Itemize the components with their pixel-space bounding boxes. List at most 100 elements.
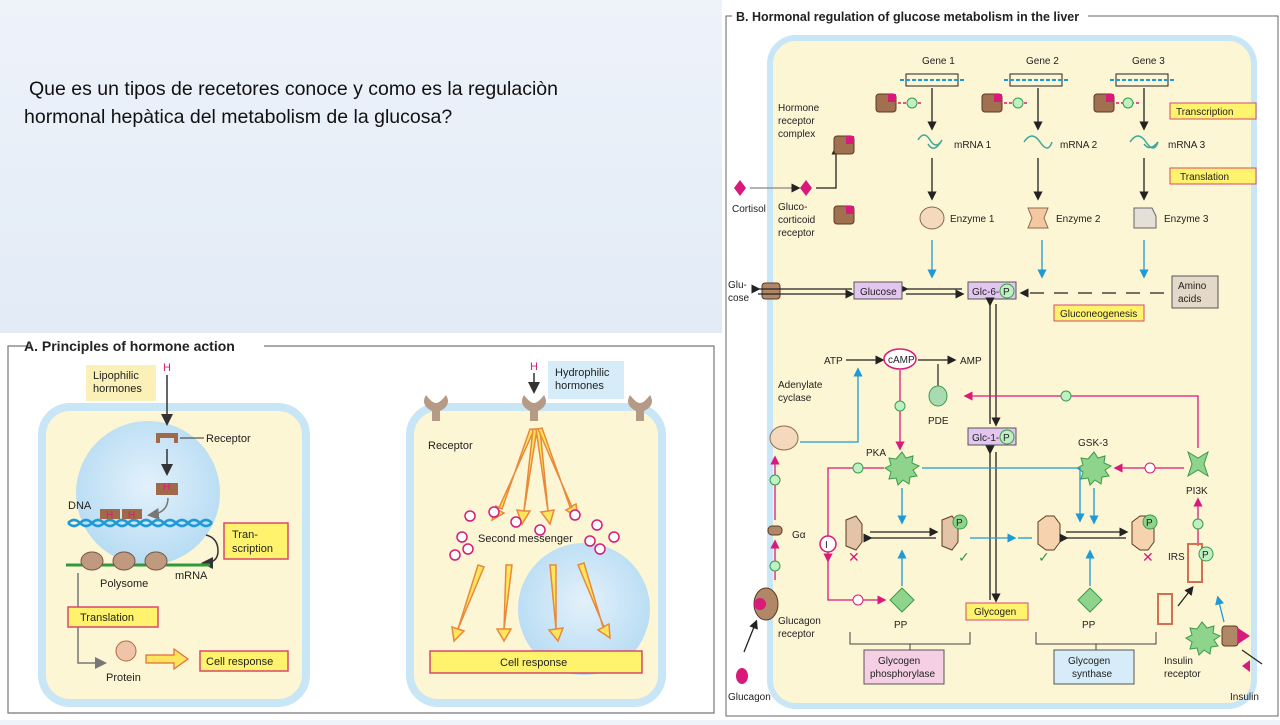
insulin-receptor-label-2: receptor bbox=[1164, 669, 1201, 680]
glycogen-box bbox=[965, 602, 1029, 621]
second-messenger-label: Second messenger bbox=[478, 533, 573, 545]
pde-label: PDE bbox=[928, 416, 949, 427]
hydrophilic-label-1: Hydrophilic bbox=[555, 367, 610, 379]
camp-shape bbox=[883, 348, 917, 370]
insulin-receptor-shape bbox=[1221, 625, 1239, 647]
mrna-2-shape bbox=[1023, 135, 1053, 149]
gene-1-label: Gene 1 bbox=[922, 56, 955, 67]
lipophilic-label-1: Lipophilic bbox=[93, 370, 139, 382]
inhibitor-i-shape bbox=[819, 535, 837, 553]
hormone-receptor-complex-shape bbox=[156, 483, 178, 495]
enzyme-3-label: Enzyme 3 bbox=[1164, 214, 1209, 225]
cortisol-label: Cortisol bbox=[732, 204, 766, 215]
adenylate-cyclase-2: cyclase bbox=[778, 393, 812, 404]
receptor-shape bbox=[156, 433, 178, 443]
enzyme-1-shape bbox=[919, 206, 945, 230]
pi3k-shape bbox=[1187, 450, 1209, 478]
enzyme-1-label: Enzyme 1 bbox=[950, 214, 995, 225]
cell-response-label-right: Cell response bbox=[500, 657, 567, 669]
insulin-receptor-label-1: Insulin bbox=[1164, 656, 1193, 667]
enzyme-2-label: Enzyme 2 bbox=[1056, 214, 1101, 225]
glc1p-label: Glc-1- bbox=[972, 433, 999, 444]
translation-label-b: Translation bbox=[1180, 172, 1229, 183]
glc6p-label: Glc-6- bbox=[972, 287, 999, 298]
complex-h-label: H bbox=[163, 482, 170, 493]
atp-label: ATP bbox=[824, 356, 843, 367]
gene-row: Gene 1 Gene 2 Gene 3 bbox=[900, 56, 1176, 87]
nucleus-left bbox=[76, 421, 220, 565]
svg-text:✓: ✓ bbox=[1038, 549, 1050, 565]
pp-shape-left bbox=[889, 587, 915, 613]
dna-label: DNA bbox=[68, 500, 92, 512]
adenylate-cyclase-shape bbox=[769, 425, 799, 451]
adenylate-cyclase-1: Adenylate bbox=[778, 380, 823, 391]
glucagon-receptor-label-1: Glucagon bbox=[778, 616, 821, 627]
glycogen-label: Glycogen bbox=[974, 607, 1016, 618]
irs-label: IRS bbox=[1168, 552, 1185, 563]
lipophilic-label-box bbox=[86, 365, 156, 401]
response-arrows-right bbox=[451, 562, 611, 643]
cortisol-shape bbox=[734, 180, 746, 196]
mrna-2-label: mRNA 2 bbox=[1060, 140, 1098, 151]
hormone-h-label: H bbox=[163, 362, 171, 374]
svg-text:✕: ✕ bbox=[848, 549, 860, 565]
gene-2-label: Gene 2 bbox=[1026, 56, 1059, 67]
cortisol-shape-inside bbox=[800, 180, 812, 196]
insulin-receptor-kinase bbox=[1185, 621, 1222, 656]
mrna-label: mRNA bbox=[175, 570, 208, 582]
glucose-label: Glucose bbox=[860, 287, 897, 298]
amino-acids-box bbox=[1171, 275, 1219, 309]
phosphorylase-p: P bbox=[956, 518, 963, 529]
synthase-active bbox=[1037, 515, 1061, 551]
glycogen-phosphorylase-1: Glycogen bbox=[878, 656, 920, 667]
glucose-out-label-2: cose bbox=[728, 293, 750, 304]
svg-text:H: H bbox=[128, 510, 135, 521]
galpha-shape bbox=[767, 525, 783, 536]
glucocorticoid-receptor-2: corticoid bbox=[778, 215, 815, 226]
gluconeogenesis-label: Gluconeogenesis bbox=[1060, 309, 1137, 320]
translation-box bbox=[67, 606, 159, 628]
panel-hormonal-regulation-liver: B. Hormonal regulation of glucose metabo… bbox=[722, 0, 1280, 720]
enzyme-3-shape bbox=[1133, 207, 1157, 229]
camp-label: cAMP bbox=[888, 355, 915, 366]
amino-acids-label-2: acids bbox=[1178, 294, 1201, 305]
glycogen-synthase-1: Glycogen bbox=[1068, 656, 1110, 667]
panel-b-title: B. Hormonal regulation of glucose metabo… bbox=[736, 10, 1079, 24]
glucocorticoid-receptor-1: Gluco- bbox=[778, 202, 807, 213]
glycogen-phosphorylase-box bbox=[863, 649, 945, 685]
transcription-box bbox=[223, 522, 289, 560]
pka-label: PKA bbox=[866, 448, 886, 459]
glc1p-p: P bbox=[1003, 433, 1010, 444]
protein-label: Protein bbox=[106, 672, 141, 684]
svg-text:H: H bbox=[106, 510, 113, 521]
hormone-receptor-complex-3: complex bbox=[778, 129, 815, 140]
glucose-box bbox=[853, 281, 903, 300]
glycogen-synthase-box bbox=[1053, 649, 1135, 685]
signal-arrows bbox=[490, 427, 579, 526]
amino-acids-label-1: Amino bbox=[1178, 281, 1207, 292]
glucose-transporter bbox=[761, 282, 781, 300]
lipophilic-label-2: hormones bbox=[93, 383, 142, 395]
hormone-receptor-complex-1: Hormone bbox=[778, 103, 820, 114]
glucagon-label: Glucagon bbox=[728, 692, 771, 703]
hydrophilic-label-box bbox=[548, 361, 624, 399]
receptor-label-right: Receptor bbox=[428, 440, 473, 452]
ribosome-2 bbox=[112, 551, 136, 571]
insulin-label: Insulin bbox=[1230, 692, 1259, 703]
hormone-receptor-complex-2: receptor bbox=[778, 116, 815, 127]
panel-a-diagram: A. Principles of hormone action Lipophil… bbox=[7, 338, 715, 714]
protein-shape bbox=[115, 640, 137, 662]
mrna-1-shape bbox=[917, 134, 943, 149]
gsk3-label: GSK-3 bbox=[1078, 438, 1108, 449]
enzyme-2-shape bbox=[1027, 207, 1049, 229]
glucagon-shape bbox=[736, 668, 748, 684]
pp-label-right: PP bbox=[1082, 620, 1096, 631]
synthase-p: P bbox=[1146, 518, 1153, 529]
hydrophilic-label-2: hormones bbox=[555, 380, 604, 392]
insulin-shape bbox=[1242, 660, 1250, 672]
question-line-2: hormonal hepàtica del metabolism de la g… bbox=[24, 106, 453, 128]
glucose-out-label-1: Glu- bbox=[728, 280, 747, 291]
glc6p-p: P bbox=[1003, 287, 1010, 298]
transcription-label-2: scription bbox=[232, 543, 273, 555]
pi3k-label: PI3K bbox=[1186, 486, 1208, 497]
